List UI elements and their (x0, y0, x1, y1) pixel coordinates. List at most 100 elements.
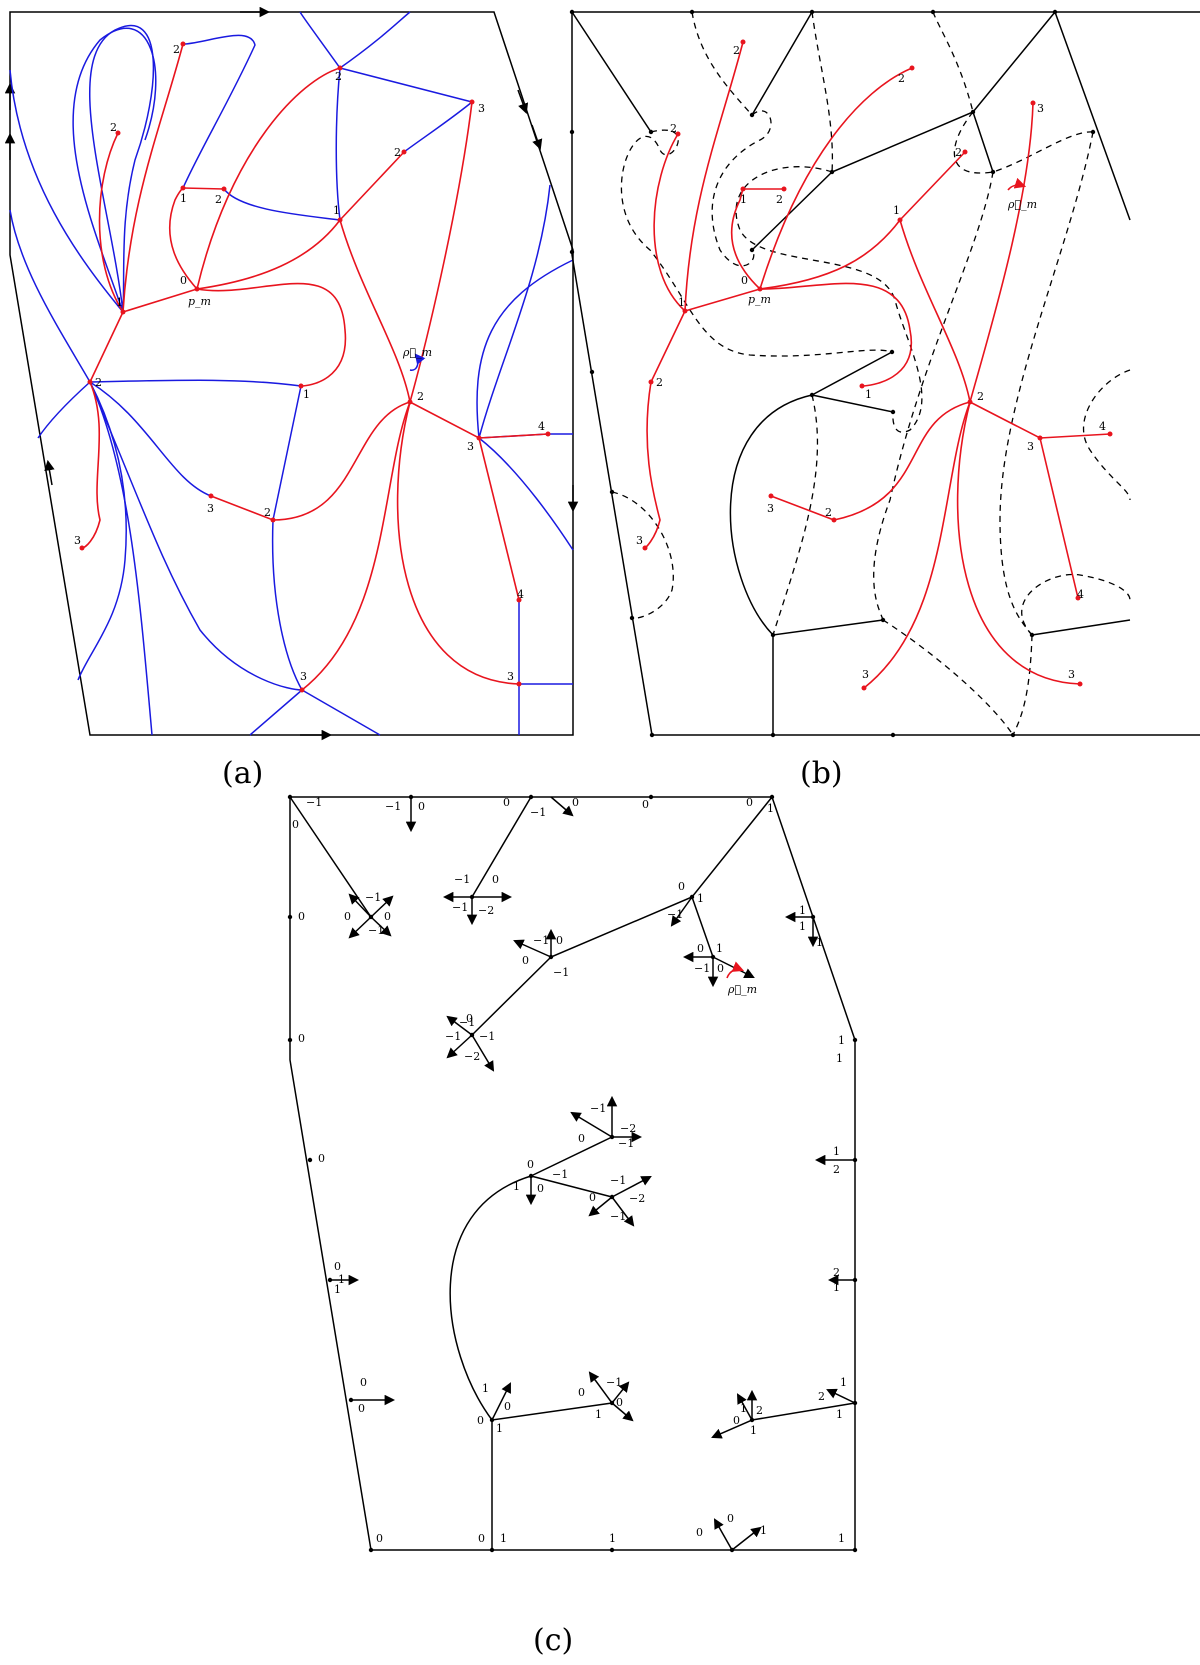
pm-label: p_m (188, 295, 211, 308)
svg-text:2: 2 (215, 193, 222, 206)
svg-text:1: 1 (595, 1408, 602, 1421)
svg-text:2: 2 (833, 1163, 840, 1176)
svg-text:3: 3 (300, 670, 307, 683)
panel-b-red-nodes (642, 39, 1113, 691)
panel-b-dashed (611, 11, 1131, 736)
svg-text:−2: −2 (464, 1050, 480, 1063)
panel-c-arrows (330, 796, 856, 1551)
svg-text:1: 1 (482, 1382, 489, 1395)
svg-text:1: 1 (678, 296, 685, 309)
svg-text:0: 0 (537, 1182, 544, 1195)
svg-text:3: 3 (1027, 440, 1034, 453)
svg-text:0: 0 (746, 796, 753, 809)
svg-text:2: 2 (955, 146, 962, 159)
panel-b-black-nodes (569, 9, 1096, 738)
svg-text:3: 3 (507, 670, 514, 683)
panel-b: ρ⃗_m p_m 2 2 3 2 2 1 2 1 0 1 2 1 2 3 4 3… (569, 9, 1200, 791)
svg-text:−1: −1 (618, 1137, 634, 1150)
svg-text:3: 3 (478, 102, 485, 115)
rho-label: ρ⃗_m (727, 983, 757, 996)
svg-text:0: 0 (477, 1414, 484, 1427)
svg-text:0: 0 (180, 274, 187, 287)
svg-text:−1: −1 (590, 1102, 606, 1115)
svg-text:−1: −1 (452, 901, 468, 914)
svg-text:0: 0 (298, 1032, 305, 1045)
svg-text:−1: −1 (454, 873, 470, 886)
svg-text:−2: −2 (629, 1192, 645, 1205)
svg-text:2: 2 (417, 390, 424, 403)
svg-text:1: 1 (840, 1376, 847, 1389)
svg-text:1: 1 (116, 296, 123, 309)
panel-c-graph (289, 796, 856, 1550)
svg-text:2: 2 (173, 43, 180, 56)
svg-text:−1: −1 (530, 806, 546, 819)
caption-a: (a) (222, 756, 263, 791)
caption-b: (b) (800, 756, 843, 791)
svg-text:1: 1 (799, 920, 806, 933)
svg-text:0: 0 (527, 1158, 534, 1171)
svg-text:2: 2 (756, 1404, 763, 1417)
svg-text:−1: −1 (368, 924, 384, 937)
svg-text:2: 2 (977, 390, 984, 403)
boundary-arrow (44, 459, 55, 486)
panel-a-labels: 2 2 1 2 2 3 1 2 0 1 2 1 2 3 3 2 3 4 3 4 … (74, 43, 545, 683)
svg-text:0: 0 (678, 880, 685, 893)
svg-text:4: 4 (1099, 420, 1106, 433)
svg-text:0: 0 (466, 1012, 473, 1025)
panel-a-red-curves (81, 43, 549, 691)
svg-text:0: 0 (298, 910, 305, 923)
svg-text:−1: −1 (533, 934, 549, 947)
panel-a-boundary (9, 11, 574, 736)
svg-text:0: 0 (292, 818, 299, 831)
svg-text:0: 0 (503, 796, 510, 809)
panel-c-nodes (287, 794, 858, 1553)
svg-text:1: 1 (303, 388, 310, 401)
svg-text:1: 1 (838, 1034, 845, 1047)
caption-c: (c) (533, 1623, 573, 1658)
svg-text:0: 0 (697, 942, 704, 955)
svg-text:0: 0 (589, 1191, 596, 1204)
svg-text:1: 1 (816, 936, 823, 949)
svg-text:1: 1 (893, 204, 900, 217)
panel-a: ρ⃗_m p_m 2 2 1 2 2 3 1 2 0 1 2 1 2 3 3 2… (4, 6, 579, 791)
svg-text:0: 0 (318, 1152, 325, 1165)
panel-b-red-curves (644, 41, 1111, 689)
svg-text:0: 0 (717, 962, 724, 975)
svg-text:0: 0 (358, 1402, 365, 1415)
svg-text:−1: −1 (459, 1016, 475, 1029)
svg-text:1: 1 (833, 1281, 840, 1294)
panel-c: ρ⃗_m −1 0 −1 0 0 −1 0 0 0 1 −1 0 −1 0 −1… (287, 794, 858, 1658)
svg-text:−1: −1 (445, 1030, 461, 1043)
rho-arrow-icon (1007, 177, 1027, 191)
rho-label: ρ⃗_m (1007, 198, 1037, 211)
svg-text:2: 2 (335, 70, 342, 83)
panel-c-labels: −1 0 −1 0 0 −1 0 0 0 1 −1 0 −1 0 −1 0 −1… (292, 796, 847, 1545)
svg-text:1: 1 (500, 1532, 507, 1545)
svg-text:0: 0 (741, 274, 748, 287)
svg-text:1: 1 (865, 388, 872, 401)
svg-text:3: 3 (767, 502, 774, 515)
svg-text:−1: −1 (365, 891, 381, 904)
svg-text:0: 0 (344, 910, 351, 923)
svg-text:1: 1 (799, 904, 806, 917)
svg-text:0: 0 (733, 1414, 740, 1427)
svg-text:0: 0 (504, 1400, 511, 1413)
svg-text:0: 0 (376, 1532, 383, 1545)
svg-text:1: 1 (334, 1283, 341, 1296)
svg-text:1: 1 (750, 1424, 757, 1437)
svg-text:−1: −1 (606, 1376, 622, 1389)
svg-text:0: 0 (360, 1376, 367, 1389)
panel-b-labels: 2 2 3 2 2 1 2 1 0 1 2 1 2 3 4 3 2 3 4 3 … (636, 44, 1106, 681)
svg-text:−1: −1 (694, 962, 710, 975)
panel-b-boundary (571, 11, 1200, 736)
panel-b-black-graph (571, 11, 1131, 735)
svg-text:0: 0 (522, 954, 529, 967)
svg-text:4: 4 (538, 420, 545, 433)
svg-text:−1: −1 (610, 1210, 626, 1223)
svg-text:0: 0 (642, 798, 649, 811)
svg-text:2: 2 (670, 122, 677, 135)
svg-text:0: 0 (478, 1532, 485, 1545)
svg-text:3: 3 (862, 668, 869, 681)
svg-text:−1: −1 (553, 966, 569, 979)
svg-text:−1: −1 (667, 908, 683, 921)
